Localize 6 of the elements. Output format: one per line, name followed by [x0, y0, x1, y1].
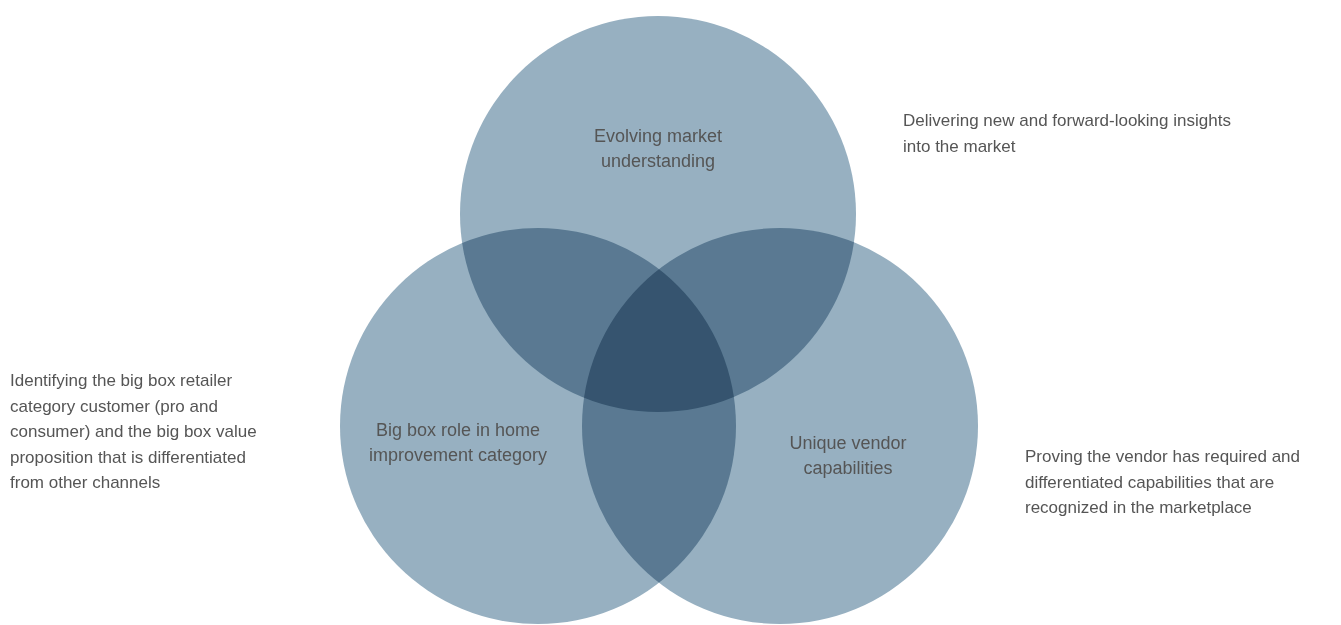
circle-label: Unique vendor capabilities	[788, 432, 908, 480]
description-text: Proving the vendor has required and differentiated capabilities that are recognized in the marketplace	[1025, 446, 1301, 519]
circle-label: Evolving market understanding	[592, 125, 724, 173]
circle-label: Big box role in home improvement category	[368, 419, 548, 467]
description-text: Delivering new and forward-looking insights into the market	[903, 110, 1232, 158]
description-text: Identifying the big box retailer category customer (pro and consumer) and the big box value proposition that is differentiated from other channels	[10, 370, 258, 494]
